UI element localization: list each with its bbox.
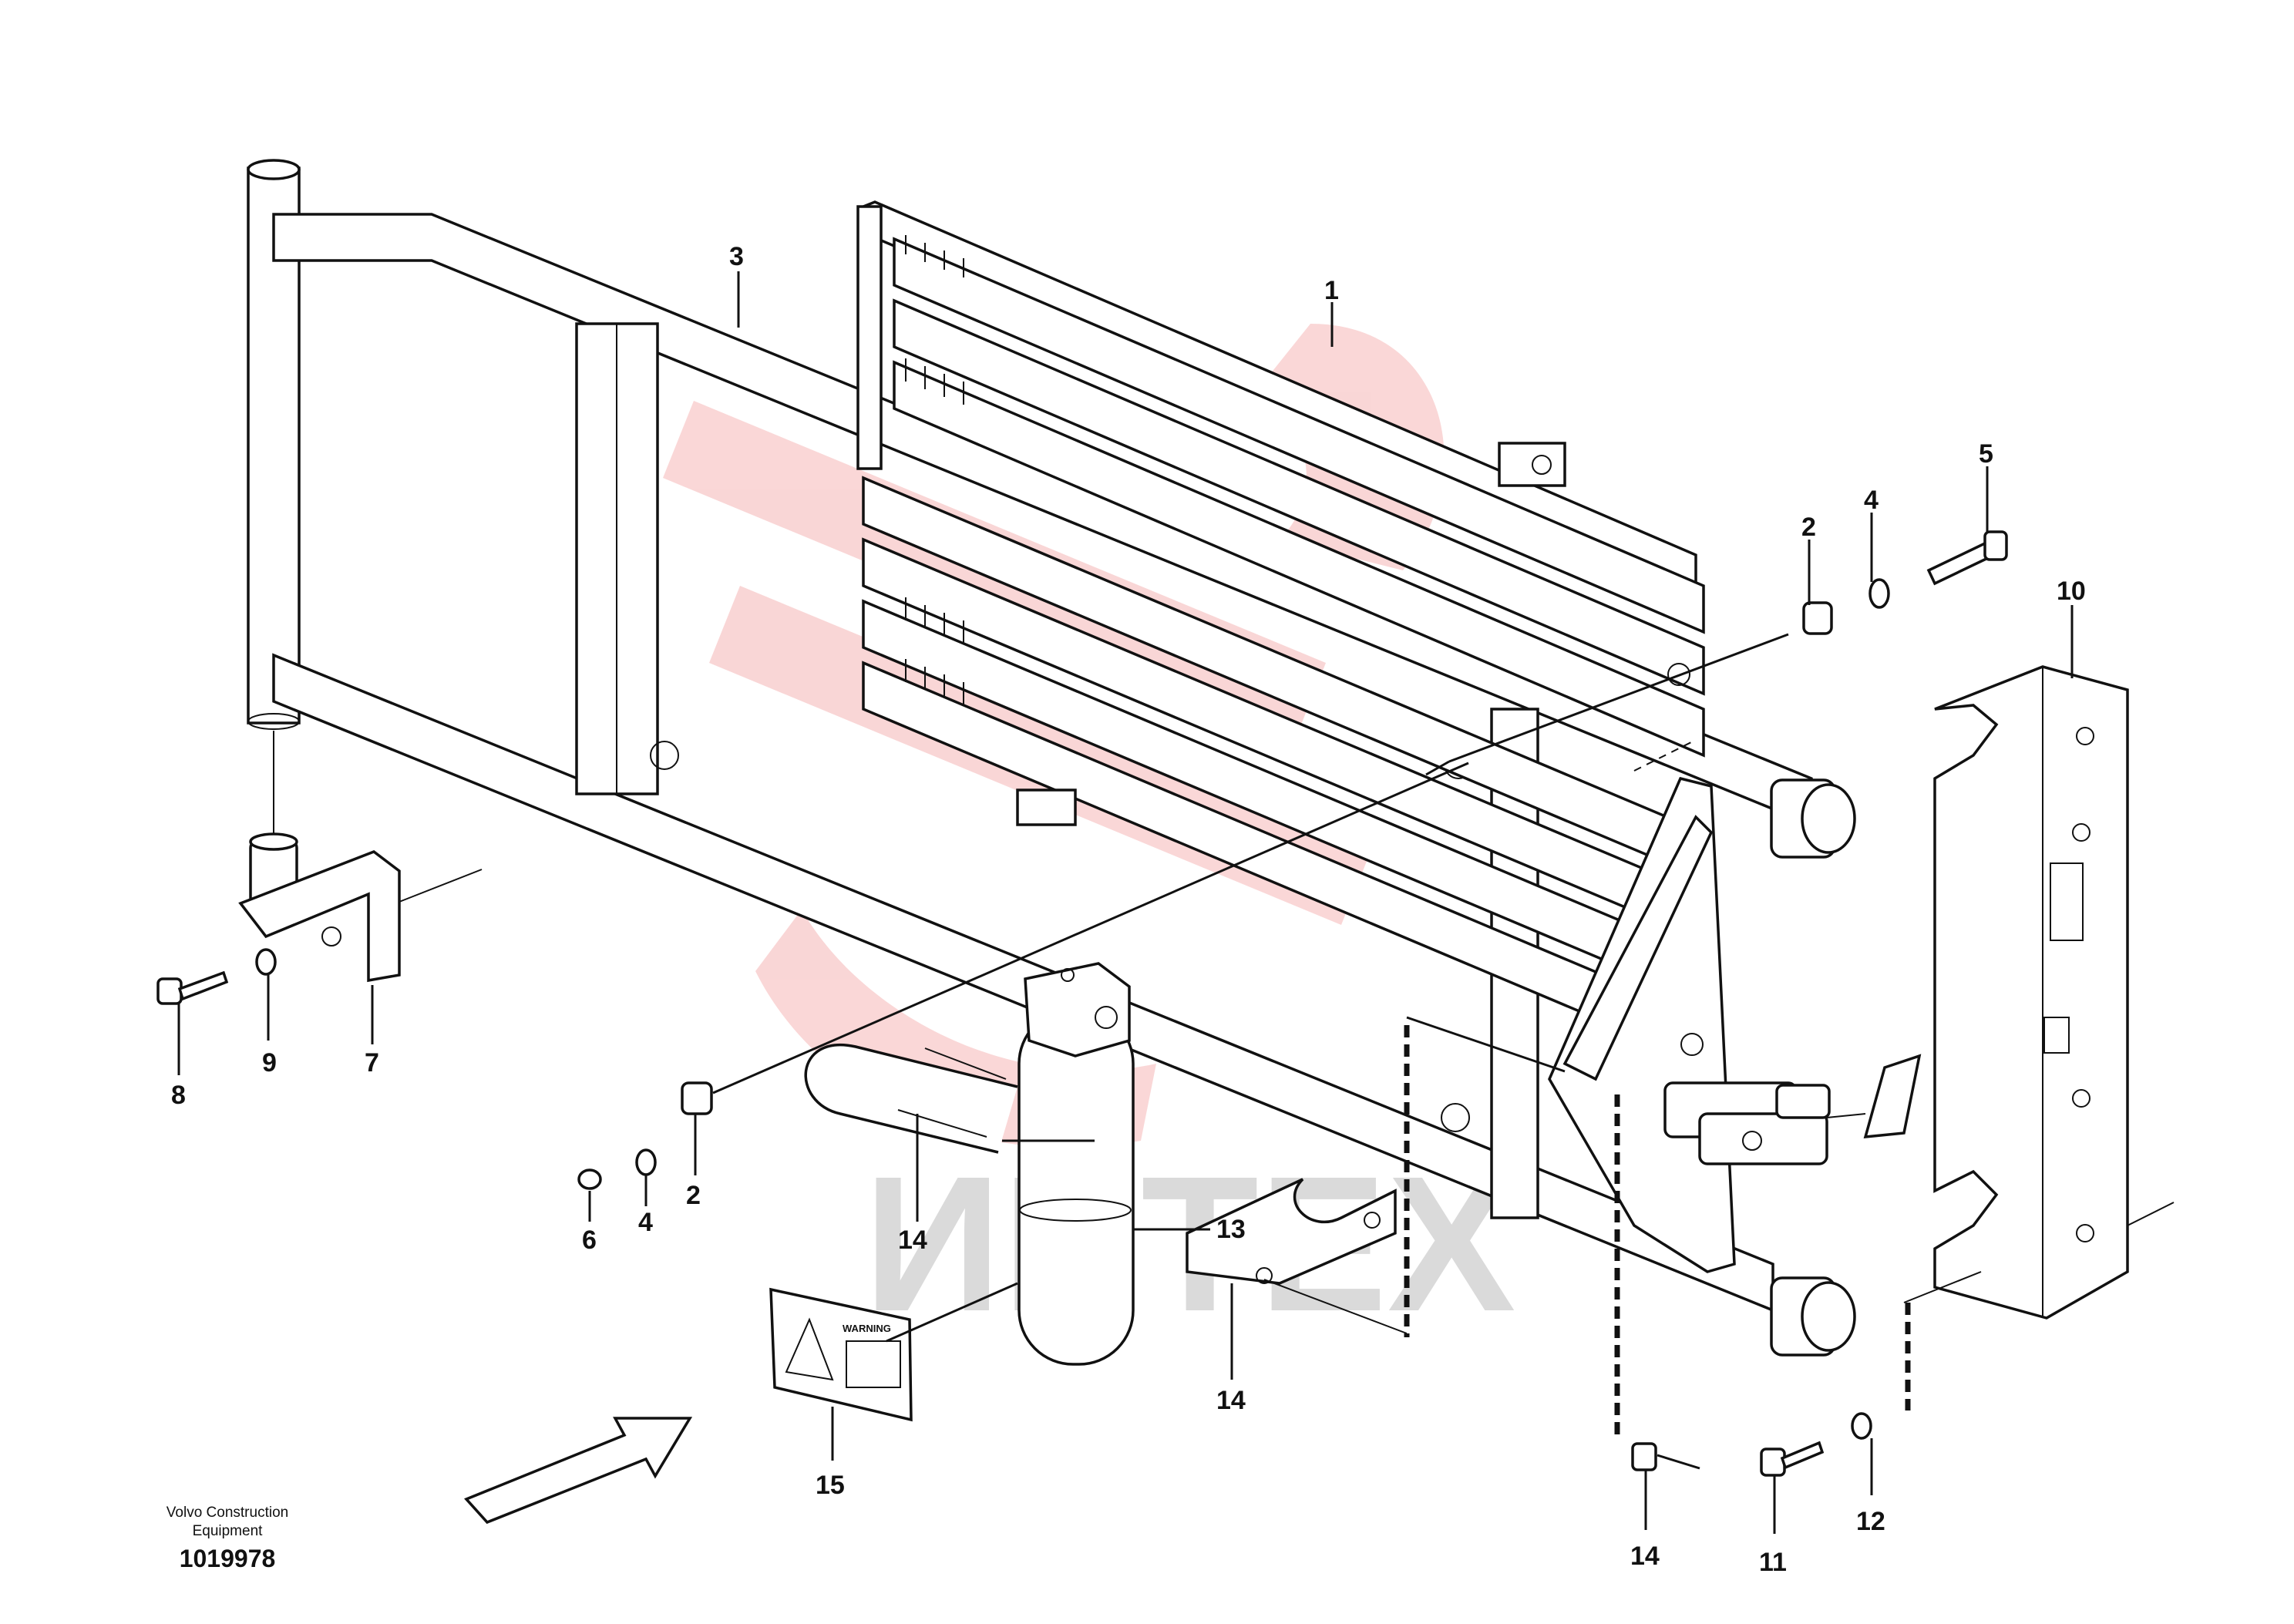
callout-12: 12: [1856, 1507, 1885, 1536]
callout-1: 1: [1324, 276, 1339, 305]
clamp-bracket-part: [1186, 1178, 1397, 1285]
warning-label-part: WARNING: [769, 1287, 913, 1422]
callout-5: 5: [1979, 439, 1993, 469]
callout-11: 11: [1759, 1548, 1787, 1577]
diagram-reference-number: 1019978: [179, 1545, 276, 1572]
assembly-dashed-lines: [1263, 739, 1982, 1441]
callout-4-right: 4: [1864, 486, 1879, 515]
callout-7: 7: [365, 1048, 379, 1078]
callout-13: 13: [1216, 1215, 1246, 1244]
callout-3: 3: [729, 242, 744, 271]
callout-2-left: 2: [686, 1181, 701, 1210]
callout-9: 9: [262, 1048, 277, 1078]
leader-lines: [177, 271, 2074, 1534]
direction-arrow: [464, 1417, 693, 1525]
callout-6: 6: [582, 1226, 597, 1255]
caption-company-line2: Equipment: [192, 1523, 263, 1539]
u-bolt-part: [804, 1044, 1018, 1154]
fastener-set: [156, 530, 2008, 1477]
callout-8: 8: [171, 1081, 186, 1110]
callout-15: 15: [816, 1471, 845, 1500]
callout-4-left: 4: [638, 1208, 653, 1237]
callout-2-right: 2: [1801, 513, 1816, 542]
condenser-bracket: [1548, 776, 1736, 1273]
receiver-drier-part: [1018, 962, 1135, 1366]
callout-14-nut: 14: [1630, 1542, 1660, 1571]
callout-14-clamp: 14: [1216, 1386, 1246, 1415]
caption-company-line1: Volvo Construction: [166, 1505, 289, 1521]
post-bracket-part: [238, 731, 483, 983]
callout-10: 10: [2057, 577, 2086, 606]
latch-assembly: [1663, 1054, 1922, 1165]
warning-label-text: WARNING: [843, 1323, 891, 1334]
condenser-part: [856, 200, 1705, 1066]
callout-labels: 1 3 5 4 2 10 7 8 9 6 4 2 13 14 14 15 14 …: [171, 242, 2086, 1577]
callout-14-u-bolt: 14: [898, 1226, 927, 1255]
mounting-bracket-part: [1933, 665, 2175, 1320]
